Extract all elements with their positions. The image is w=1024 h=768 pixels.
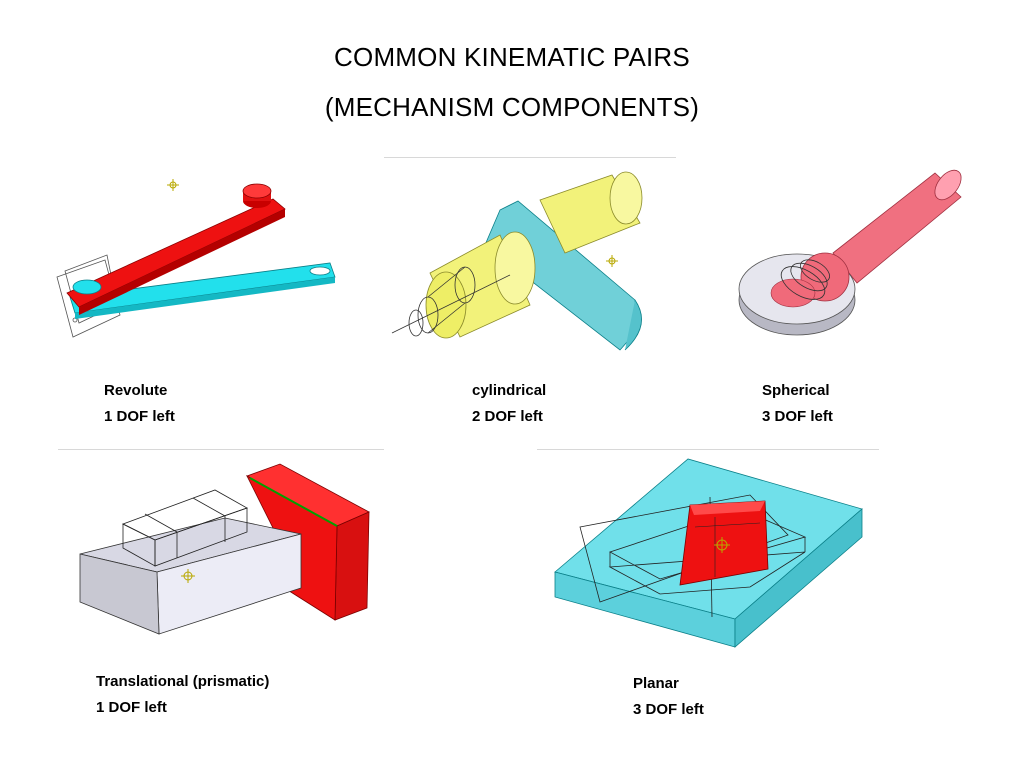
caption-spherical: Spherical 3 DOF left [762,378,833,430]
cylindrical-joint-figure [391,171,643,351]
pair-name: cylindrical [472,382,547,399]
slide-title-line2: (MECHANISM COMPONENTS) [324,92,700,122]
caption-translational: Translational (prismatic) 1 DOF left [96,669,269,721]
slide-title-line1: COMMON KINEMATIC PAIRS [334,42,690,72]
pair-name: Planar [633,675,679,692]
caption-revolute: Revolute 1 DOF left [104,378,175,430]
prismatic-joint-figure [79,463,370,635]
planar-joint-figure [554,458,863,648]
revolute-joint-figure [56,179,336,338]
caption-cylindrical: cylindrical 2 DOF left [472,378,546,430]
divider-bottom-right [537,449,879,450]
spherical-joint-figure [738,169,962,336]
pair-name: Revolute [104,382,168,399]
pair-dof: 1 DOF left [96,699,167,716]
pair-dof: 2 DOF left [472,408,543,425]
pair-dof: 3 DOF left [633,701,704,718]
pair-dof: 3 DOF left [762,408,833,425]
pair-dof: 1 DOF left [104,408,175,425]
divider-bottom-left [58,449,384,450]
pair-name: Spherical [762,382,830,399]
pair-name: Translational (prismatic) [96,673,270,690]
divider-top-center [384,157,676,158]
caption-planar: Planar 3 DOF left [633,671,704,723]
